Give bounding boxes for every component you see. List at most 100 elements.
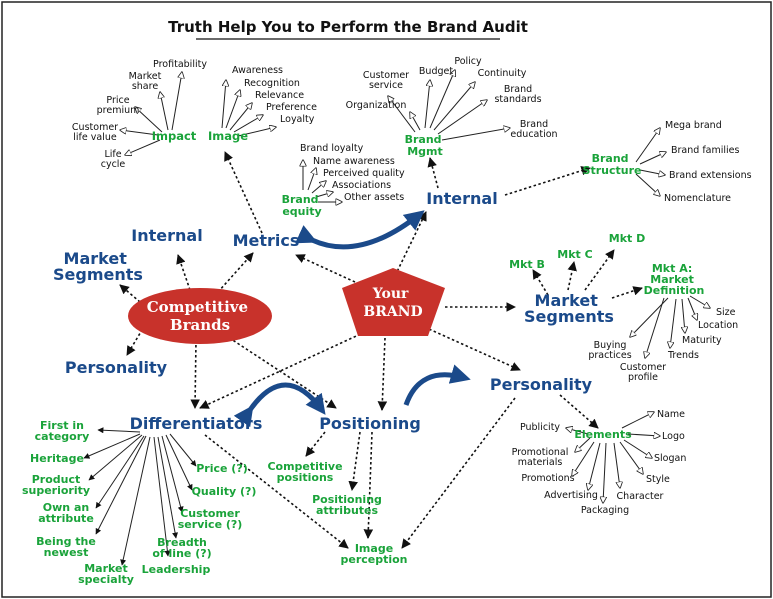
brand-mgmt-item: Budget [419,66,453,77]
personality-right-heading: Personality [490,375,593,394]
mkt-b-label: Mkt B [509,258,545,271]
brand-equity-item: Brand loyalty [300,143,364,154]
competitive-line-2: Brands [170,316,230,334]
market-definition-item: Maturity [682,335,722,346]
brand-mgmt-item: Policy [454,56,482,67]
market-segments-left-heading: Market Segments [53,249,143,284]
brand-mgmt-label: Brand Mgmt [405,133,446,158]
mkt-c-label: Mkt C [557,248,592,261]
mkt-a-line-1: Mkt A: [652,262,692,275]
brand-structure-item: Nomenclature [664,193,731,204]
your-brand-node: Your BRAND [342,268,445,336]
brand-mgmt-line-2: Mgmt [407,145,443,158]
brand-equity-item: Associations [332,180,391,191]
brand-structure-label: Brand Structure [583,152,642,177]
elements-item: Character [617,491,664,502]
differentiators-item: Heritage [30,452,84,465]
brand-equity-line-2: equity [282,205,321,218]
solid-connectors [83,70,710,566]
elements-label: Elements [574,428,632,441]
positioning-heading: Positioning [319,414,421,433]
brand-equity-line-1: Brand [282,193,319,206]
differentiators-item: Quality (?) [192,485,257,498]
personality-left-heading: Personality [65,358,168,377]
market-definition-item: Trends [667,350,699,361]
brand-equity-item: Perceived quality [323,168,405,179]
market-segments-right-heading: Market Segments [524,291,614,326]
your-brand-label: Your BRAND [363,286,422,320]
market-segments-left-line-2: Segments [53,265,143,284]
elements-item: Slogan [654,453,686,464]
elements-item: Promotions [521,473,574,484]
brand-mgmt-item: Organization [346,100,407,111]
market-definition-item: Size [716,307,736,318]
your-brand-line-1: Your [372,286,409,302]
brand-structure-item: Mega brand [665,120,722,131]
competitive-line-1: Competitive [147,298,248,316]
image-item: Awareness [232,65,283,76]
impact-item: Profitability [153,59,207,70]
market-segments-right-line-1: Market [535,291,599,310]
dotted-connectors [119,151,643,549]
elements-item: Logo [662,431,685,442]
brand-structure-item: Brand families [671,145,739,156]
mkt-d-label: Mkt D [609,232,645,245]
market-segments-right-line-2: Segments [524,307,614,326]
market-segments-left-line-1: Market [64,249,128,268]
elements-item: Advertising [544,490,598,501]
image-label: Image [208,129,248,143]
elements-item: Name [657,409,685,420]
competitive-brands-node: Competitive Brands [128,288,272,344]
brand-structure-line-1: Brand [592,152,629,165]
competitive-brands-label: Competitive Brands [147,298,254,334]
metrics-heading: Metrics [233,231,300,250]
brand-mgmt-item: Continuity [478,68,527,79]
internal-left-heading: Internal [131,226,202,245]
mkt-a-line-3: Definition [644,284,705,297]
image-item: Preference [266,102,317,113]
brand-equity-item: Other assets [344,192,404,203]
mkt-a-line-2: Market [650,273,694,286]
elements-item: Packaging [581,505,629,516]
diagram-title: Truth Help You to Perform the Brand Audi… [168,18,528,36]
blue-curved-arrows [233,210,471,428]
brand-mgmt-line-1: Brand [405,133,442,146]
mkt-a-label: Mkt A: Market Definition [644,262,705,297]
image-item: Relevance [255,90,304,101]
brand-structure-item: Brand extensions [669,170,752,181]
brand-equity-item: Name awareness [313,156,395,167]
differentiators-item: Price (?) [196,462,248,475]
internal-right-heading: Internal [426,189,497,208]
impact-label: Impact [152,129,197,143]
differentiators-heading: Differentiators [130,414,263,433]
brand-equity-label: Brand equity [282,193,323,218]
your-brand-line-2: BRAND [363,304,422,320]
market-definition-item: Location [698,320,738,331]
image-item: Recognition [244,78,300,89]
differentiators-item: Leadership [142,563,211,576]
image-item: Loyalty [280,114,315,125]
